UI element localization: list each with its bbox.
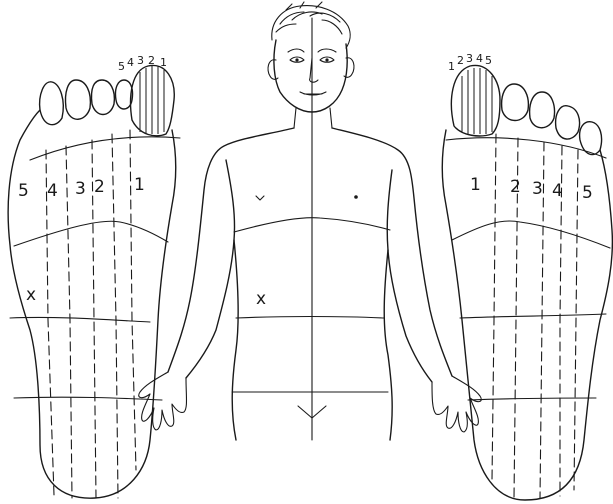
left-hand	[139, 372, 187, 430]
left-toe-label-4: 4	[127, 56, 134, 69]
left-toe-label-5: 5	[118, 60, 125, 73]
left-inner-arm	[186, 160, 235, 378]
torso-outline-left	[168, 128, 294, 372]
left-toe-label-1: 1	[160, 56, 167, 69]
left-toe-5	[40, 82, 64, 125]
torso-outline-right	[332, 128, 452, 376]
right-zone-label-1: 1	[470, 175, 481, 195]
left-zone-divider-1	[46, 150, 54, 495]
right-toe-label-2: 2	[457, 54, 464, 67]
right-heel-line	[468, 398, 596, 400]
right-zone-label-2: 2	[510, 177, 521, 197]
right-toe-4	[556, 106, 580, 139]
right-toe-3	[530, 92, 555, 128]
left-toe-3	[91, 80, 114, 115]
left-zone-divider-2	[66, 146, 72, 498]
left-zone-divider-4	[112, 134, 118, 498]
right-toe-label-5: 5	[485, 54, 492, 67]
right-toe-base-line	[446, 138, 606, 158]
right-zone-divider-5	[574, 150, 578, 490]
left-toe-base-line	[30, 137, 180, 160]
right-toe-2	[502, 84, 529, 121]
left-big-toe-hatching	[140, 66, 164, 134]
left-zone-label-3: 3	[75, 179, 86, 199]
left-foot-marker: x	[26, 285, 36, 305]
body-waist-line	[236, 317, 384, 319]
right-waist-line	[460, 314, 606, 318]
right-nipple	[354, 195, 358, 199]
neck	[294, 108, 332, 128]
right-toe-5	[580, 122, 602, 155]
left-pupil	[295, 58, 298, 61]
left-diaphragm-line	[14, 221, 168, 246]
left-waist-line	[10, 317, 150, 322]
right-toe-1	[451, 65, 500, 135]
body-marker: x	[256, 289, 266, 309]
mouth	[300, 92, 326, 95]
right-foot: 1 2 3 4 5 1 2 3 4 5	[442, 52, 612, 500]
left-ear	[268, 60, 278, 80]
left-foot: 5 4 3 2 1 5 4 3 2 1 x	[8, 54, 180, 498]
human-figure: x	[139, 2, 482, 440]
hair	[272, 2, 350, 48]
right-ear	[344, 58, 354, 78]
right-toe-label-4: 4	[476, 52, 483, 65]
right-zone-divider-1	[492, 134, 496, 480]
left-eyebrow	[288, 49, 304, 52]
nose	[310, 58, 318, 82]
right-zone-label-4: 4	[552, 181, 563, 201]
right-eyebrow	[318, 49, 336, 52]
left-zone-label-1: 1	[134, 175, 145, 195]
right-toe-label-1: 1	[448, 60, 455, 73]
right-big-toe-hatching	[462, 68, 492, 134]
left-zone-label-4: 4	[47, 181, 58, 201]
right-inner-arm	[387, 170, 432, 382]
left-toe-label-3: 3	[137, 54, 144, 67]
left-nipple	[256, 196, 264, 200]
right-zone-label-3: 3	[532, 179, 543, 199]
right-zone-label-5: 5	[582, 183, 593, 203]
left-body-side	[232, 240, 238, 440]
left-zone-label-2: 2	[94, 177, 105, 197]
right-toe-label-3: 3	[466, 52, 473, 65]
left-toe-label-2: 2	[148, 54, 155, 67]
right-diaphragm-line	[452, 221, 610, 248]
left-toe-4	[65, 80, 90, 119]
right-pupil	[325, 58, 328, 61]
left-zone-label-5: 5	[18, 181, 29, 201]
right-hand	[432, 376, 481, 432]
